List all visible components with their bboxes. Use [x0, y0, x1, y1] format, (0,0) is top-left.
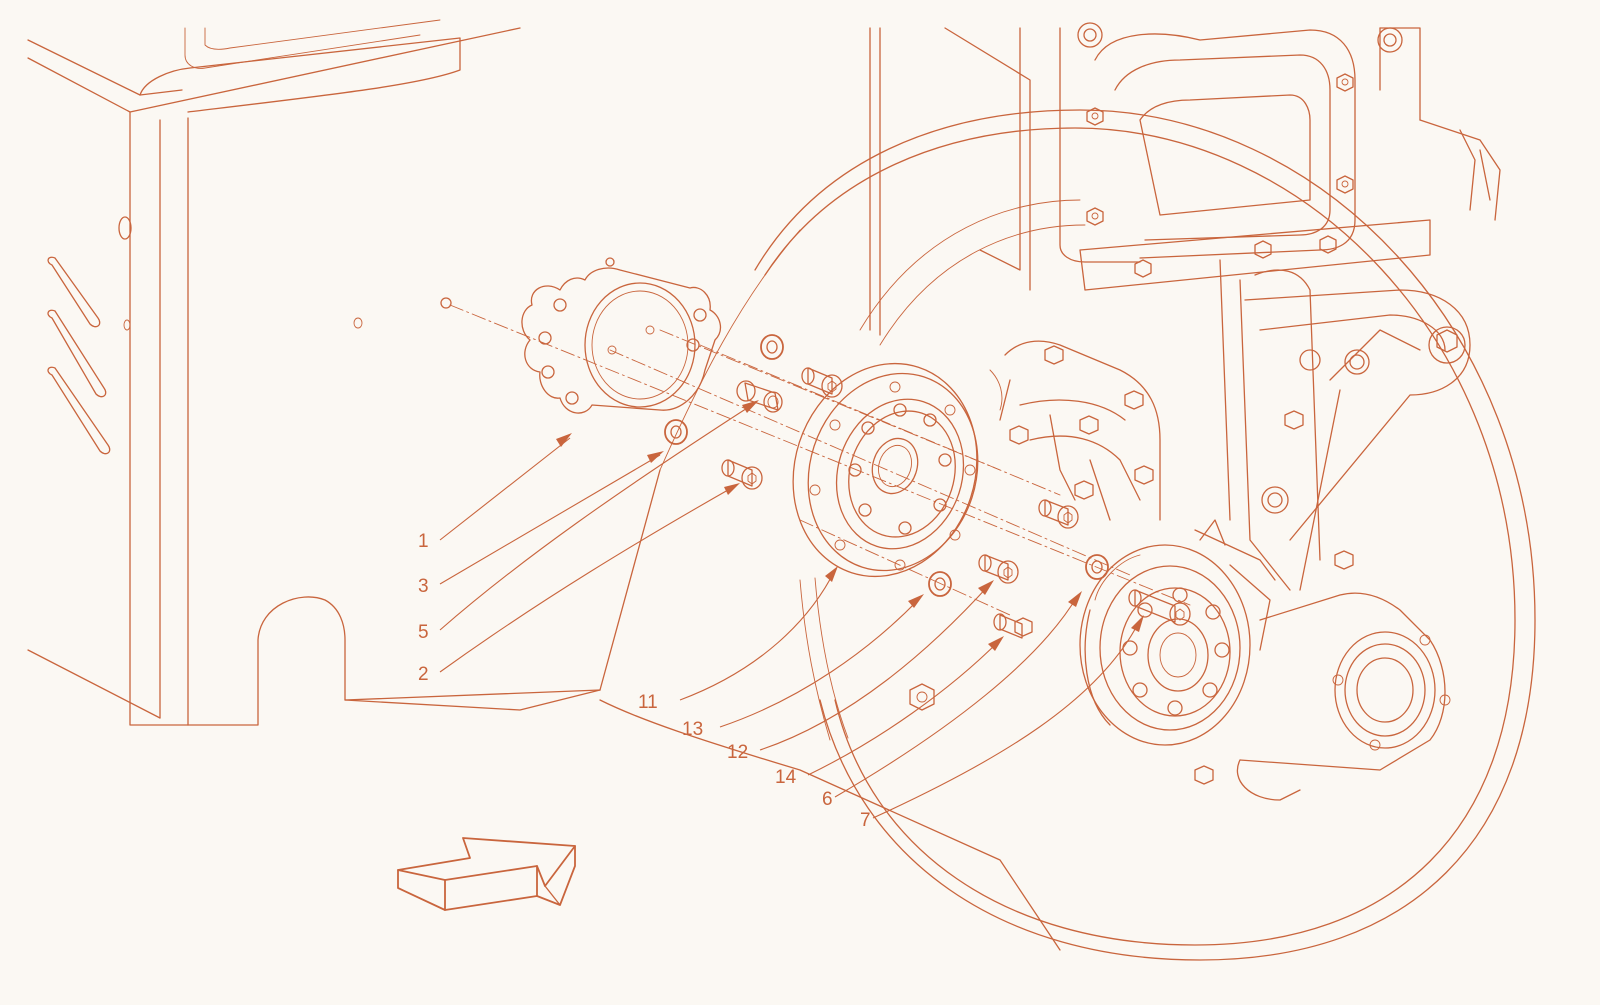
view-direction-arrow-icon	[397, 837, 576, 911]
leader-11	[679, 569, 836, 701]
flywheel-disc	[659, 109, 1536, 961]
part-1-lobed-cover	[521, 257, 722, 414]
leader-lines	[439, 400, 1144, 819]
actuator-assembly	[1194, 592, 1451, 801]
part-14-hex-bolt	[993, 613, 1033, 639]
vent-slots	[47, 216, 363, 455]
leader-3	[439, 454, 661, 585]
leader-12	[759, 583, 991, 751]
part-washer-upper	[760, 334, 784, 360]
shaft-flange	[1079, 544, 1271, 746]
leader-6	[834, 594, 1079, 798]
part-11-flange-disc	[792, 362, 979, 578]
part-2-socket-bolt	[721, 459, 763, 490]
callout-label-13: 13	[682, 719, 703, 740]
callout-label-5: 5	[418, 622, 429, 643]
part-5-bushing	[736, 380, 783, 413]
callout-label-11: 11	[638, 692, 658, 713]
callout-label-1: 1	[418, 531, 429, 552]
leader-13	[719, 597, 921, 728]
part-3-washer	[664, 419, 688, 445]
callout-label-14: 14	[775, 767, 797, 788]
callout-label-6: 6	[822, 789, 833, 810]
upper-frame	[869, 22, 1501, 336]
linkage-arm	[1194, 259, 1471, 591]
part-socket-bolt-mid	[1038, 499, 1079, 529]
leader-5	[439, 402, 756, 631]
leader-1	[439, 437, 571, 541]
callout-label-3: 3	[418, 576, 429, 597]
frame-bolts	[1086, 73, 1354, 278]
housing-outline	[27, 19, 1061, 951]
callout-label-2: 2	[418, 664, 429, 685]
part-13-washer	[928, 571, 952, 597]
assembly-centerlines	[440, 297, 1191, 616]
leader-2	[439, 485, 736, 673]
callout-label-12: 12	[727, 742, 748, 763]
part-7-socket-bolt	[1128, 589, 1191, 626]
part-socket-bolt-upper	[801, 367, 843, 398]
leader-7	[872, 619, 1141, 819]
part-6-washer	[1085, 554, 1109, 580]
leader-14	[807, 639, 1001, 776]
callout-labels: 1 3 5 2 11 13 12 14 6 7	[418, 531, 871, 831]
part-12-socket-bolt	[978, 554, 1019, 584]
callout-label-7: 7	[860, 810, 871, 831]
part-nut-lower	[909, 683, 935, 711]
gear-housing	[989, 340, 1161, 521]
